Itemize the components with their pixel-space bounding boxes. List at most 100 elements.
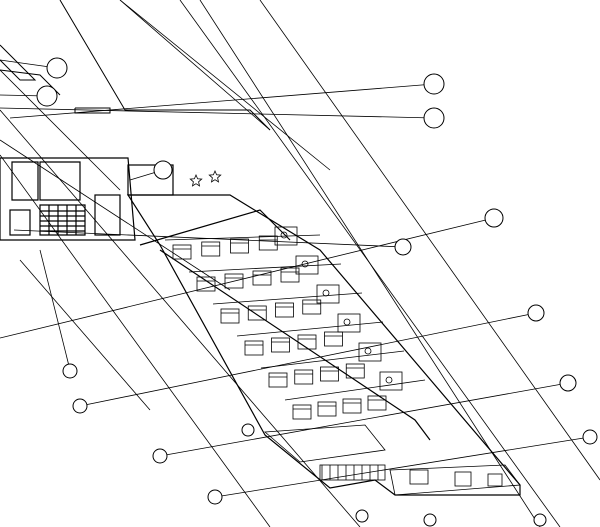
service-room (454, 471, 472, 487)
grid-bubble (62, 363, 78, 379)
reference-line (259, 0, 600, 481)
room-partition (284, 379, 426, 401)
reference-line (119, 0, 331, 171)
grid-bubble (559, 374, 577, 392)
bed (247, 305, 267, 321)
wing-corridor-top (139, 209, 291, 246)
bed (367, 395, 387, 411)
grid-bubble (423, 107, 445, 129)
grid-bubble (207, 489, 223, 505)
reference-line (119, 0, 271, 131)
room-fixture (385, 376, 393, 384)
bed (230, 238, 249, 254)
room-partition (164, 234, 321, 241)
service-room (409, 469, 429, 485)
bathroom-b (39, 161, 81, 201)
bed (292, 404, 312, 420)
bed (302, 299, 322, 315)
closet (9, 209, 31, 236)
reference-line (0, 109, 361, 527)
room-row (260, 342, 405, 388)
room-fixture (343, 318, 351, 326)
room-bath (274, 226, 298, 246)
bed (252, 270, 272, 286)
bed (317, 401, 337, 417)
lower-block (263, 424, 386, 463)
bathroom-a (11, 161, 39, 201)
bed (172, 244, 192, 260)
lower-stair (319, 464, 386, 481)
bed (320, 366, 339, 382)
bed (258, 235, 278, 251)
room-fixture (301, 260, 309, 268)
room-row (284, 371, 426, 420)
grid-bubble (394, 238, 412, 256)
wing-corridor-mid (159, 249, 431, 441)
grid-bubble (484, 208, 504, 228)
bed (275, 302, 294, 318)
grid-line (0, 107, 435, 119)
room-bath (295, 255, 319, 275)
room-fixture (280, 231, 288, 239)
room-row (236, 313, 384, 356)
bed (294, 369, 314, 385)
room-partition (236, 321, 384, 337)
main-wing-outline (126, 194, 521, 496)
grid-bubble (423, 513, 437, 527)
reference-line (0, 154, 271, 527)
star-tree-icon (208, 169, 222, 183)
grid-line (214, 436, 591, 498)
room-bath (316, 284, 340, 304)
grid-bubbles (36, 57, 598, 527)
room-partition (212, 292, 363, 305)
grid-line (9, 83, 435, 119)
room-bath (358, 342, 382, 362)
site-corner (0, 44, 37, 81)
service-block (389, 464, 521, 496)
star-tree-icon (189, 173, 203, 187)
left-block-outline (0, 157, 136, 241)
room-fixture (322, 289, 330, 297)
site-gate (74, 107, 111, 114)
grid-line (159, 382, 569, 457)
room-row (164, 226, 321, 260)
bed (220, 308, 240, 324)
grid-bubble (241, 423, 255, 437)
grid-line (79, 312, 537, 407)
room-bath (337, 313, 361, 333)
bed (342, 398, 362, 414)
grid-bubble (533, 513, 547, 527)
bed (196, 276, 216, 292)
grid-bubble (152, 448, 168, 464)
room-row (212, 284, 363, 324)
grid-bubble (46, 57, 68, 79)
grid-bubble (423, 73, 445, 95)
grid-bubble (582, 429, 598, 445)
bed (224, 273, 244, 289)
grid-bubble (355, 509, 369, 523)
room-partition (260, 350, 405, 369)
site-symbols (189, 169, 222, 187)
room-bath (379, 371, 403, 391)
bed (297, 334, 317, 350)
utility-room (94, 194, 121, 236)
bed (324, 331, 343, 347)
reference-line (19, 259, 151, 411)
grid-bubble (527, 304, 545, 322)
grid-bubble (36, 85, 58, 107)
guest-rooms (164, 226, 521, 496)
bed (280, 267, 300, 283)
service-room (487, 473, 503, 487)
bed (268, 372, 288, 388)
grid-bubble (72, 398, 88, 414)
grid-line (0, 217, 495, 339)
site-boundary (59, 0, 271, 131)
room-partition (188, 263, 342, 273)
grid-bubble (153, 160, 173, 180)
stair-grid (39, 204, 86, 236)
reference-line (39, 249, 71, 371)
bed (244, 340, 264, 356)
